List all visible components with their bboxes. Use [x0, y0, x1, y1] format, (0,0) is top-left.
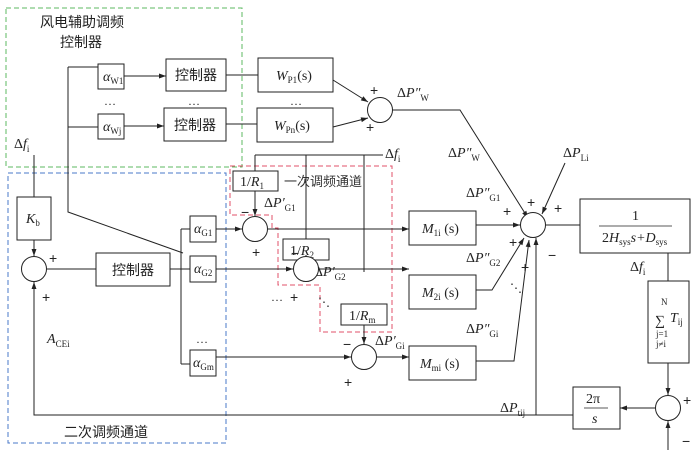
secondary-channel-region [7, 172, 227, 444]
ellipsis: … [188, 94, 200, 108]
svg-text:M1i (s): M1i (s) [421, 222, 459, 238]
plus-sign: + [509, 234, 517, 250]
label-ace: ACEi [46, 332, 70, 349]
minus-sign: − [548, 247, 556, 263]
svg-text:j≠i: j≠i [655, 339, 666, 349]
svg-text:Mmi (s): Mmi (s) [419, 357, 460, 373]
plus-sign: + [683, 392, 691, 408]
alpha-wj-block: αWj [97, 113, 125, 140]
svg-text:控制器: 控制器 [112, 263, 154, 279]
label-dpg1: ΔP″G1 [466, 186, 500, 203]
svg-text:αGm: αGm [193, 356, 214, 372]
alpha-g2-block: αG2 [189, 255, 217, 283]
svg-text:αWj: αWj [103, 120, 121, 136]
svg-text:WP1(s): WP1(s) [276, 69, 312, 85]
m2-block: M2i (s) [408, 274, 477, 310]
diagonal-ellipsis: ⋱ [510, 281, 522, 295]
r1-block: 1/R1 [232, 170, 279, 192]
minus-sign: − [241, 204, 249, 220]
wind-controller-1-block: 控制器 [165, 58, 227, 92]
ellipsis: … [104, 94, 116, 108]
ellipsis: … [290, 94, 302, 108]
label-df-right: Δfi [630, 260, 646, 277]
svg-text:1/R1: 1/R1 [240, 175, 264, 191]
plant-block: 1 22HHsyss+Dsys [579, 198, 691, 254]
wpn-block: WPn(s) [256, 107, 334, 143]
plus-sign: + [521, 259, 529, 275]
alpha-g1-block: αG1 [189, 215, 217, 243]
primary-summing-junction-m [351, 344, 377, 370]
svg-text:1/Rm: 1/Rm [349, 309, 375, 325]
svg-text:αG1: αG1 [194, 222, 212, 238]
svg-text:Tij: Tij [670, 311, 683, 327]
svg-text:s: s [592, 412, 598, 427]
diagonal-ellipsis: ⋱ [318, 295, 330, 309]
m1-block: M1i (s) [408, 210, 477, 246]
svg-text:M2i (s): M2i (s) [421, 286, 459, 302]
label-dpg1-prime: ΔP′G1 [264, 196, 296, 213]
kb-block: Kb [16, 196, 52, 241]
svg-text:N: N [661, 297, 668, 307]
svg-text:j=1: j=1 [655, 329, 668, 339]
svg-text:控制器: 控制器 [175, 68, 217, 84]
label-dpl: ΔPLi [563, 146, 589, 163]
plus-sign: + [42, 289, 50, 305]
primary-summing-junction-2 [293, 256, 319, 282]
svg-text:∑: ∑ [655, 314, 665, 329]
tie-line-sum-block: N ∑ j=1 j≠i Tij [647, 280, 690, 364]
svg-text:αG2: αG2 [194, 262, 212, 278]
minus-sign: − [343, 336, 351, 352]
wind-controller-j-block: 控制器 [163, 107, 227, 142]
plus-sign: + [49, 250, 57, 266]
tie-summing-junction [655, 395, 681, 421]
secondary-region-title: 二次调频通道 [64, 425, 148, 441]
label-dpw-top: ΔP″W [397, 86, 429, 103]
plus-sign: + [370, 82, 378, 98]
primary-region-title: 一次调频通道 [284, 174, 362, 190]
svg-text:αW1: αW1 [103, 70, 123, 86]
wind-controller-region [5, 7, 243, 168]
svg-text:WPn(s): WPn(s) [274, 119, 310, 135]
minus-sign: − [291, 245, 299, 261]
plus-sign: + [554, 200, 562, 216]
plus-sign: + [503, 203, 511, 219]
primary-channel-region [229, 165, 393, 333]
svg-text:Kb: Kb [25, 212, 40, 228]
secondary-controller-block: 控制器 [95, 252, 171, 287]
alpha-gm-block: αGm [189, 349, 217, 377]
mm-block: Mmi (s) [408, 345, 477, 381]
wp1-block: WP1(s) [257, 57, 334, 93]
integrator-block: 2π s [572, 386, 621, 430]
svg-text:22HHsyss+Dsys: 22HHsyss+Dsys [602, 231, 668, 247]
ellipsis: … [196, 332, 208, 346]
ellipsis: … [271, 290, 283, 304]
label-df-left: Δfi [14, 137, 30, 154]
plus-sign: + [527, 194, 535, 210]
label-dptie: ΔPtij [500, 401, 525, 418]
wind-region-title-1: 风电辅助调频 [40, 15, 124, 31]
svg-text:1: 1 [632, 209, 639, 224]
plus-sign: + [252, 244, 260, 260]
plus-sign: + [366, 119, 374, 135]
svg-text:1/R2: 1/R2 [290, 244, 314, 260]
main-summing-junction [520, 212, 546, 238]
label-dpgi-prime: ΔP′Gi [375, 334, 405, 351]
plus-sign: + [344, 374, 352, 390]
minus-sign: − [682, 433, 690, 449]
alpha-w1-block: αW1 [97, 63, 125, 90]
label-df-top: Δfi [385, 147, 401, 164]
svg-text:控制器: 控制器 [174, 118, 216, 134]
label-dpw: ΔP″W [448, 146, 480, 163]
ace-summing-junction [21, 256, 47, 282]
wind-region-title-2: 控制器 [60, 35, 102, 51]
svg-text:2π: 2π [586, 392, 600, 407]
label-dpg2: ΔP″G2 [466, 251, 500, 268]
plus-sign: + [290, 289, 298, 305]
rm-block: 1/Rm [340, 303, 388, 326]
primary-summing-junction-1 [242, 216, 268, 242]
label-dpgi: ΔP″Gi [466, 322, 499, 339]
